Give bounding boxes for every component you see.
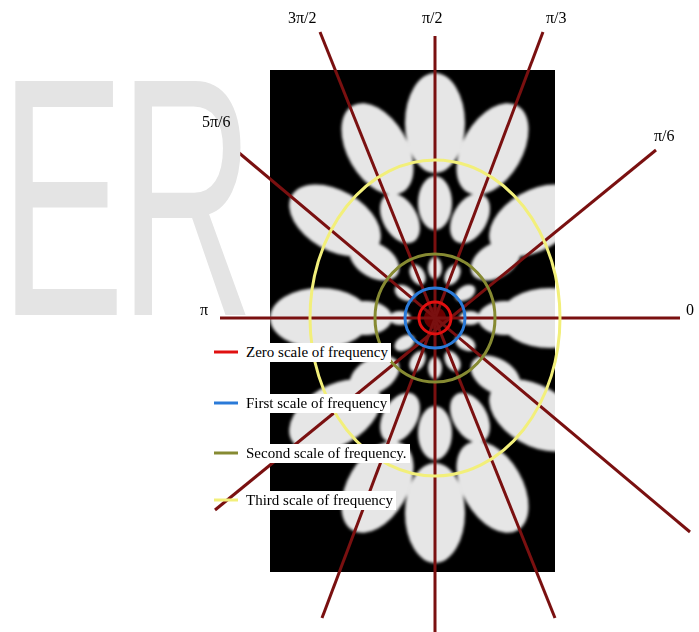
legend-text: First scale of frequency (243, 394, 390, 413)
angle-lines (215, 32, 690, 632)
angle-label: 0 (684, 300, 696, 320)
angle-label: π/3 (544, 8, 569, 28)
angle-label: 5π/6 (200, 112, 233, 132)
legend-text: Second scale of frequency. (243, 444, 410, 463)
angle-label: π/6 (652, 126, 677, 146)
legend-text: Third scale of frequency (243, 491, 396, 510)
angle-label: π (198, 300, 210, 320)
scale-ellipses (310, 160, 560, 476)
angle-label: π/2 (420, 8, 445, 28)
legend-text: Zero scale of frequency (243, 343, 391, 362)
legend-samples (214, 352, 238, 500)
angle-label: 3π/2 (286, 8, 319, 28)
watermark: ER (0, 27, 249, 367)
